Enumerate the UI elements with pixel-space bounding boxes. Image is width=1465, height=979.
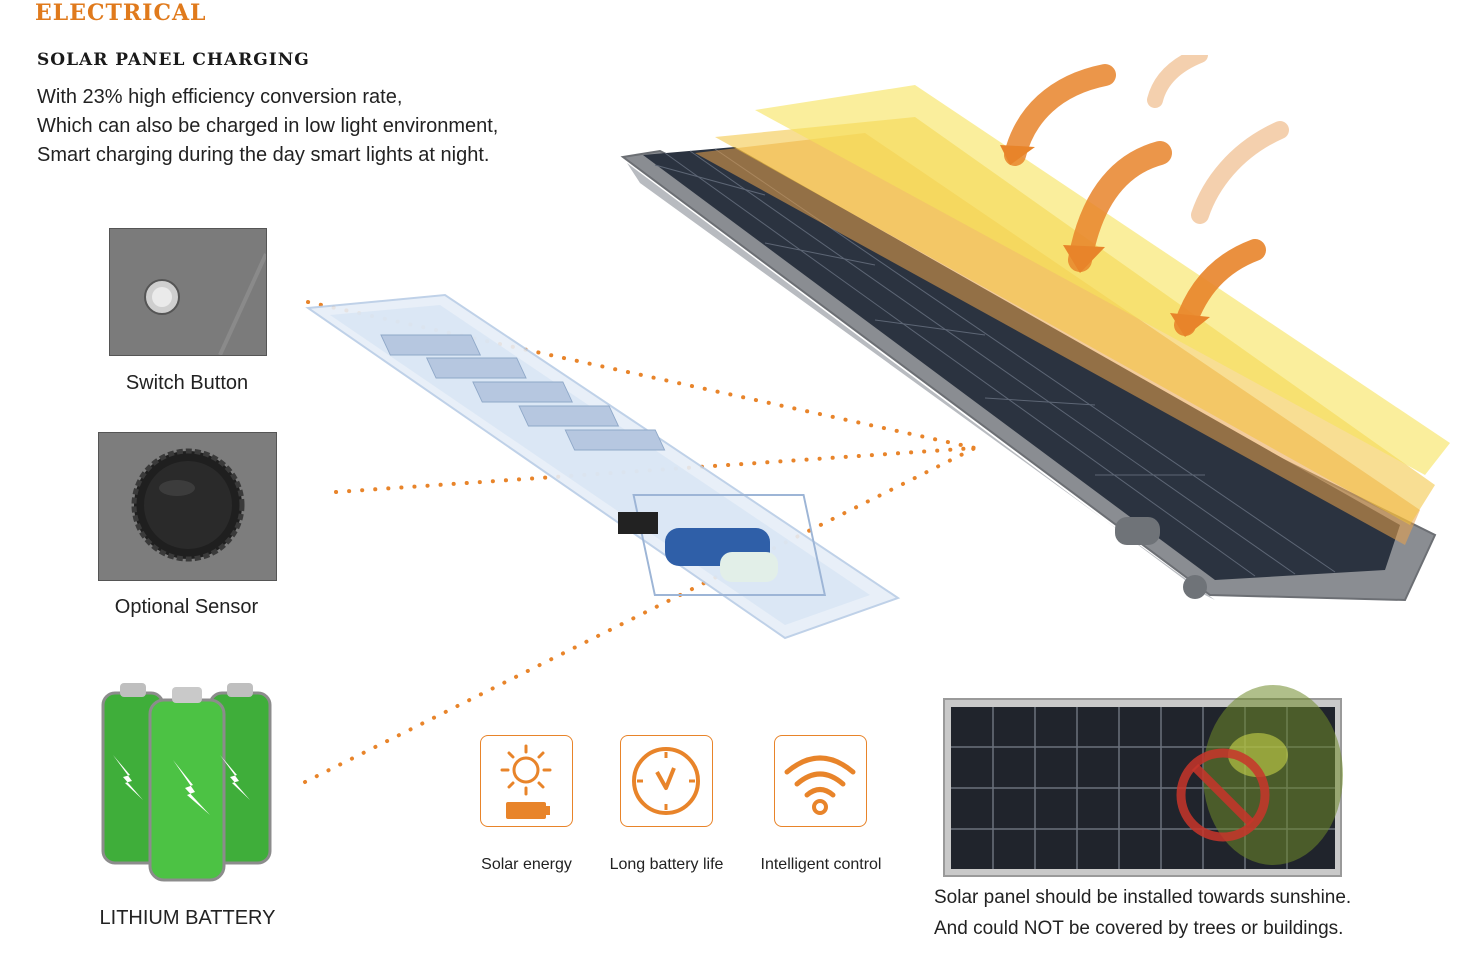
installation-note-line-2: And could NOT be covered by trees or bui… bbox=[934, 918, 1344, 939]
intro-line-1: With 23% high efficiency conversion rate… bbox=[37, 86, 403, 108]
intro-line-2: Which can also be charged in low light e… bbox=[37, 115, 499, 137]
wifi-icon bbox=[784, 755, 856, 815]
sub-title: SOLAR PANEL CHARGING bbox=[37, 50, 310, 70]
switch-button-label: Switch Button bbox=[125, 372, 249, 394]
installation-note-line-1: Solar panel should be installed towards … bbox=[934, 887, 1352, 908]
intro-line-3: Smart charging during the day smart ligh… bbox=[37, 144, 490, 166]
feature-long-battery-life bbox=[620, 735, 713, 827]
lithium-battery-label: LITHIUM BATTERY bbox=[99, 907, 276, 929]
sensor-icon bbox=[99, 433, 276, 580]
section-title: ELECTRICAL bbox=[35, 0, 207, 26]
feature-solar-energy-label: Solar energy bbox=[481, 856, 572, 873]
feature-intelligent-control-label: Intelligent control bbox=[760, 856, 882, 873]
light-body-illustration bbox=[305, 293, 901, 640]
installation-panel-illustration bbox=[943, 685, 1343, 877]
feature-solar-energy bbox=[480, 735, 573, 827]
switch-button-photo bbox=[109, 228, 267, 356]
lithium-battery-illustration bbox=[101, 683, 272, 882]
solar-panel-illustration bbox=[620, 55, 1450, 602]
optional-sensor-photo bbox=[98, 432, 277, 581]
clock-icon bbox=[632, 747, 700, 815]
feature-long-battery-life-label: Long battery life bbox=[609, 856, 724, 873]
optional-sensor-label: Optional Sensor bbox=[114, 596, 259, 618]
sun-battery-icon bbox=[500, 744, 552, 819]
switch-button-icon bbox=[110, 229, 266, 355]
feature-intelligent-control bbox=[774, 735, 867, 827]
prohibited-icon bbox=[1176, 748, 1270, 842]
